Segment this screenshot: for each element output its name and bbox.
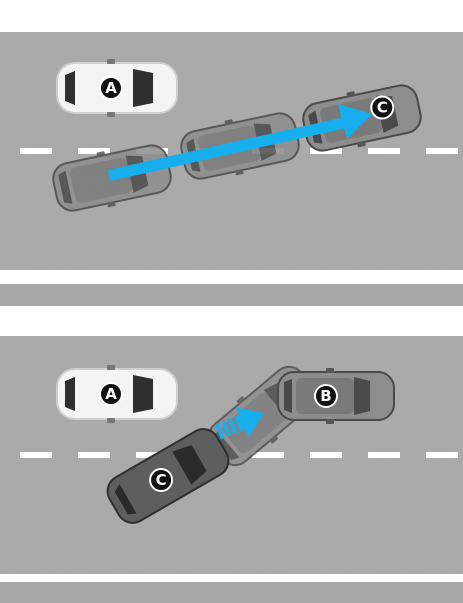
car-a-label: A xyxy=(105,79,117,97)
top-scenario-panel: A C xyxy=(0,0,463,270)
car-a: A xyxy=(57,59,177,117)
top-road-scene: A C xyxy=(0,0,463,270)
bottom-road-lower xyxy=(0,582,463,603)
panel-separator xyxy=(0,270,463,336)
car-c-label: C xyxy=(156,471,167,489)
car-a-label: A xyxy=(105,385,117,403)
bottom-scenario-panel: A B C xyxy=(0,336,463,603)
bottom-road-scene: A B C xyxy=(0,336,463,603)
car-b: B xyxy=(278,368,394,424)
separator-road-strip xyxy=(0,284,463,306)
bottom-lane-edge xyxy=(0,574,463,582)
top-lane-edge xyxy=(0,24,463,32)
car-c-label: C xyxy=(377,99,388,117)
car-b-label: B xyxy=(320,387,331,405)
top-shoulder-upper xyxy=(0,0,463,24)
car-a: A xyxy=(57,365,177,423)
